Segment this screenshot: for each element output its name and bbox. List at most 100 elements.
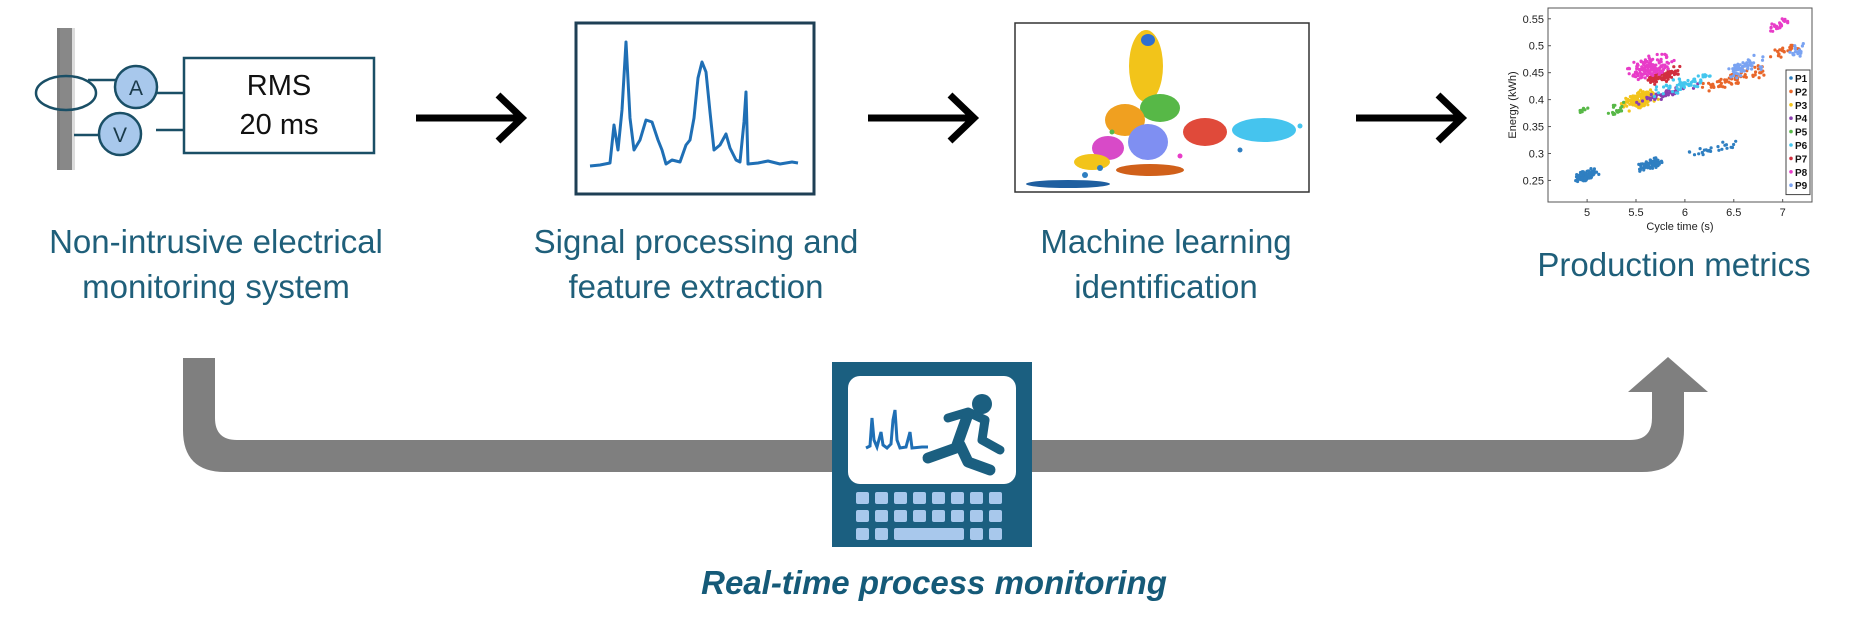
footer-label: Real-time process monitoring	[701, 564, 1167, 601]
y-tick-label: 0.25	[1523, 175, 1544, 187]
data-point	[1782, 49, 1786, 53]
data-point	[1687, 82, 1691, 86]
data-point	[1654, 77, 1658, 81]
cluster-red	[1183, 118, 1227, 146]
data-point	[1591, 170, 1595, 174]
y-axis-label: Energy (kWh)	[1507, 71, 1519, 138]
voltmeter-symbol: V	[113, 124, 127, 147]
data-point	[1725, 146, 1729, 150]
legend-entry: P3	[1795, 101, 1808, 112]
data-point	[1717, 79, 1721, 83]
ammeter-symbol: A	[129, 77, 143, 100]
cluster-blue-top	[1141, 34, 1155, 46]
data-point	[1664, 53, 1668, 57]
data-point	[1744, 75, 1748, 79]
data-point	[1656, 91, 1661, 95]
data-point	[1664, 79, 1669, 83]
data-point	[1678, 64, 1682, 69]
data-point	[1640, 65, 1644, 69]
x-axis-label: Cycle time (s)	[1646, 221, 1713, 233]
cluster-blobs	[1026, 30, 1303, 188]
data-point	[1624, 96, 1628, 100]
data-point	[1619, 109, 1624, 113]
data-point	[1709, 146, 1713, 150]
legend-entry: P8	[1795, 168, 1808, 179]
legend-entry: P7	[1795, 154, 1808, 165]
data-point	[1663, 63, 1667, 67]
data-point	[1649, 98, 1653, 102]
data-point	[1649, 165, 1653, 169]
data-point	[1720, 147, 1724, 151]
data-point	[1643, 76, 1647, 80]
data-point	[1627, 67, 1632, 71]
legend-marker	[1789, 183, 1793, 187]
data-point	[1754, 70, 1758, 74]
signal-waveform-icon	[865, 409, 928, 452]
data-point	[1730, 145, 1735, 150]
data-point	[1624, 100, 1628, 104]
data-point	[1646, 63, 1650, 67]
data-point	[1594, 170, 1599, 174]
data-point	[1660, 69, 1665, 73]
data-point	[1693, 80, 1697, 84]
data-point	[1675, 83, 1679, 87]
data-point	[1652, 64, 1656, 69]
data-point	[1779, 24, 1784, 28]
data-point	[1632, 74, 1636, 78]
data-point	[1637, 91, 1641, 95]
conductor-bar	[57, 28, 72, 170]
data-point	[1660, 52, 1664, 56]
data-point	[1746, 64, 1750, 68]
y-tick-label: 0.45	[1523, 68, 1544, 80]
data-point	[1776, 26, 1780, 30]
data-point	[1741, 61, 1745, 65]
right-arrow-icon	[1356, 92, 1468, 144]
data-point	[1769, 26, 1773, 30]
data-point	[1642, 165, 1647, 170]
data-point	[1780, 17, 1784, 21]
data-point	[1677, 77, 1681, 81]
data-point	[1628, 102, 1632, 106]
ammeter-icon: A	[113, 64, 159, 110]
data-point	[1659, 65, 1664, 69]
data-point	[1680, 81, 1684, 85]
data-point	[1612, 111, 1616, 116]
data-point	[1631, 102, 1635, 106]
data-point	[1650, 68, 1654, 72]
data-point	[1653, 68, 1657, 72]
y-tick-label: 0.35	[1523, 122, 1544, 134]
data-point	[1741, 64, 1745, 68]
data-point	[1789, 46, 1793, 50]
data-point	[1645, 161, 1650, 166]
data-point	[1734, 139, 1738, 143]
legend-entry: P9	[1795, 181, 1808, 192]
data-point	[1646, 78, 1650, 82]
data-point	[1783, 17, 1787, 21]
data-point	[1752, 61, 1756, 65]
data-point	[1581, 107, 1585, 111]
data-point	[1793, 47, 1797, 51]
data-point	[1647, 69, 1651, 73]
x-tick-label: 6.5	[1726, 207, 1741, 219]
right-arrow-icon	[416, 92, 528, 144]
data-point	[1721, 85, 1725, 89]
data-point	[1634, 95, 1638, 99]
y-tick-label: 0.55	[1523, 14, 1544, 26]
data-point	[1642, 94, 1646, 99]
data-point	[1617, 109, 1621, 114]
data-point	[1777, 52, 1781, 56]
data-point	[1743, 73, 1747, 77]
data-point	[1679, 84, 1683, 89]
data-point	[1682, 83, 1686, 87]
data-point	[1739, 74, 1743, 78]
x-tick-label: 7	[1780, 207, 1786, 219]
stage-label-line: Production metrics	[1537, 246, 1811, 283]
data-point	[1769, 55, 1773, 59]
stage-label-line: monitoring system	[82, 268, 350, 305]
data-point	[1576, 173, 1581, 177]
data-point	[1724, 143, 1728, 147]
cluster-dark-blue	[1026, 180, 1110, 188]
data-point	[1800, 44, 1804, 48]
